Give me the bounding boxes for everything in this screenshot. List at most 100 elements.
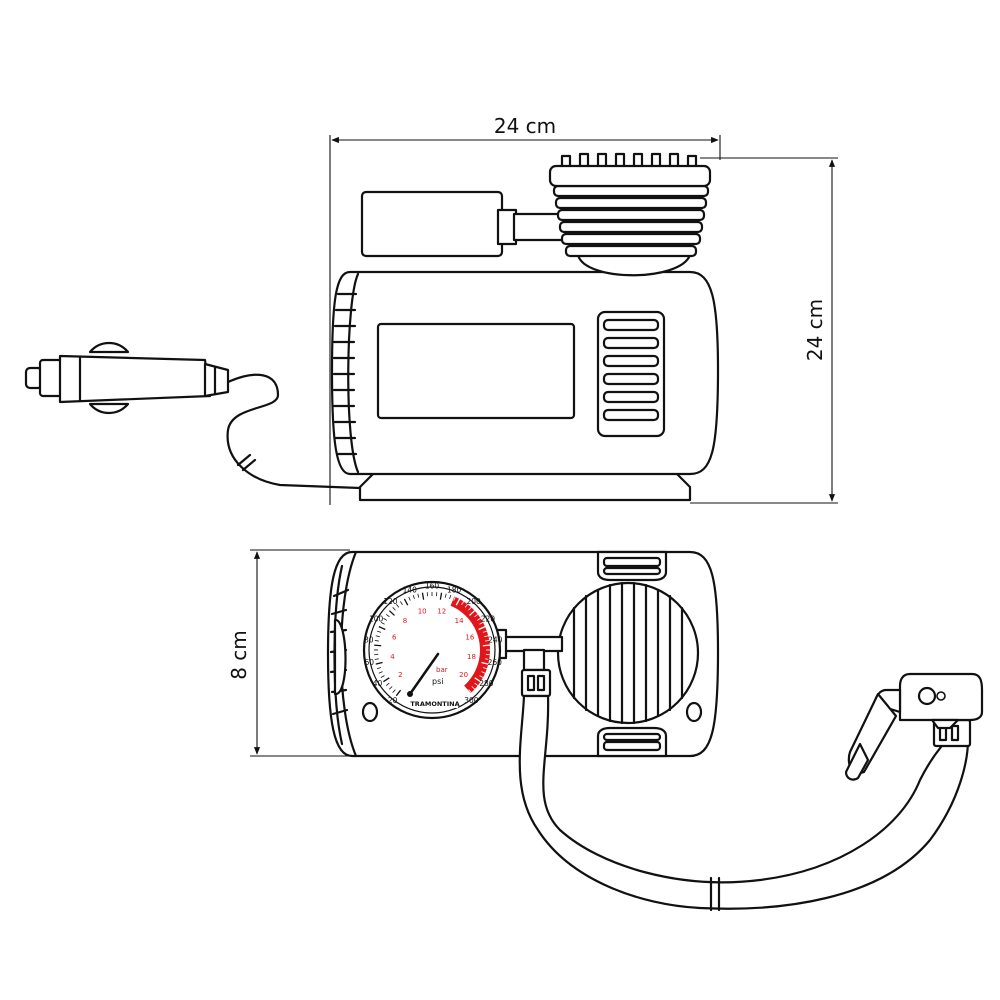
gauge-tick — [388, 610, 395, 616]
gauge-tick — [380, 675, 385, 678]
gauge-psi-label: 160 — [425, 582, 440, 591]
cigarette-lighter-plug — [24, 341, 230, 415]
gauge-psi-label: 280 — [479, 679, 494, 688]
gauge-psi-unit: psi — [432, 677, 443, 686]
gauge-tick — [403, 598, 409, 606]
pipe-tee — [522, 648, 546, 672]
tab-top — [596, 550, 668, 582]
gauge-tick — [462, 689, 469, 697]
gauge-tick — [464, 603, 468, 608]
gauge-tick — [468, 689, 472, 693]
vent-grille — [596, 310, 666, 438]
depth-dimension-label: 8 cm — [227, 630, 251, 680]
gauge-tick — [481, 671, 486, 674]
gauge-needle — [408, 652, 440, 696]
tab-bottom — [596, 726, 668, 758]
dimension-annotations: 24 cm 24 cm 8 cm — [227, 114, 838, 757]
gauge-tick — [376, 667, 382, 670]
gauge-psi-label: 120 — [383, 597, 398, 606]
gauge-tick — [375, 661, 383, 665]
gauge-tick — [469, 610, 476, 616]
gauge-bar-label: 20 — [459, 671, 468, 679]
gauge-tick — [482, 630, 487, 633]
gauge-psi-label: 20 — [388, 696, 398, 705]
gauge-tick — [439, 592, 443, 600]
gauge-tick — [392, 607, 396, 611]
gauge-tick — [395, 689, 402, 697]
valve-chuck — [844, 672, 984, 781]
gauge-psi-label: 260 — [488, 658, 503, 667]
base-stand — [358, 470, 692, 502]
gauge-tick — [479, 622, 484, 625]
gauge-tick — [388, 686, 393, 690]
gauge-tick — [378, 626, 386, 631]
gauge-tick — [484, 635, 489, 638]
cooling-fan-grill — [556, 581, 700, 725]
gauge-tick — [476, 617, 481, 621]
gauge-tick — [374, 639, 379, 642]
height-dimension-label: 24 cm — [803, 299, 827, 361]
gauge-bar-label: 18 — [467, 653, 476, 661]
gauge-psi-label: 220 — [481, 614, 496, 623]
screw-hole-left — [361, 701, 379, 723]
power-cord — [226, 373, 362, 490]
gauge-tick — [383, 617, 388, 621]
gauge-tick — [482, 667, 488, 670]
gauge-tick — [474, 677, 481, 683]
front-view — [24, 152, 720, 502]
gauge-psi-label: 100 — [369, 614, 384, 623]
cord-marks — [236, 453, 257, 472]
top-view-grip — [329, 550, 358, 758]
gauge-psi-label: 80 — [364, 636, 374, 645]
gauge-tick — [453, 596, 456, 601]
gauge-housing — [360, 190, 504, 258]
gauge-bar-label: 6 — [392, 633, 397, 641]
gauge-tick — [468, 607, 472, 611]
gauge-psi-label: 40 — [373, 679, 383, 688]
gauge-bar-label: 16 — [465, 633, 474, 641]
label-window — [376, 322, 576, 420]
gauge-tick — [482, 644, 490, 647]
gauge-tick — [399, 601, 403, 605]
gauge-psi-label: 300 — [464, 696, 479, 705]
gauge-tick — [444, 593, 447, 598]
gauge-psi-label: 180 — [447, 585, 462, 594]
gauge-tick-marks — [373, 592, 491, 697]
gauge-tick — [392, 689, 396, 693]
gauge-bar-label: 8 — [403, 617, 407, 625]
gauge-tick — [421, 592, 425, 600]
screw-hole-right — [685, 701, 703, 723]
gauge-psi-label: 140 — [403, 585, 418, 594]
gauge-tick — [461, 601, 465, 605]
gauge-tick — [485, 639, 490, 642]
gauge-tick — [375, 635, 380, 638]
cylinder-head — [548, 152, 712, 277]
gauge-tick — [485, 658, 490, 660]
gauge-tick — [386, 614, 390, 618]
gauge-tick — [471, 686, 476, 690]
gauge-tick — [383, 677, 390, 683]
gauge-psi-label: 60 — [364, 658, 374, 667]
gauge-tick — [377, 630, 382, 633]
side-grip — [332, 272, 360, 474]
width-dimension-label: 24 cm — [494, 114, 556, 138]
gauge-tick — [374, 658, 379, 660]
gauge-bar-label: 14 — [455, 617, 464, 625]
gauge-tick — [408, 596, 411, 601]
gauge-tick — [417, 593, 420, 598]
gauge-tick — [474, 614, 478, 618]
gauge-bar-label: 10 — [418, 608, 427, 616]
gauge-bar-unit: bar — [436, 666, 448, 674]
gauge-tick — [478, 626, 486, 631]
gauge-tick — [396, 603, 400, 608]
gauge-bar-label: 12 — [437, 608, 446, 616]
gauge-bar-label: 2 — [398, 671, 402, 679]
gauge-tick — [380, 622, 385, 625]
gauge-tick — [474, 682, 479, 686]
gauge-tick — [449, 595, 452, 600]
gauge-needle-hub — [407, 691, 413, 697]
gauge-tick — [374, 644, 382, 647]
